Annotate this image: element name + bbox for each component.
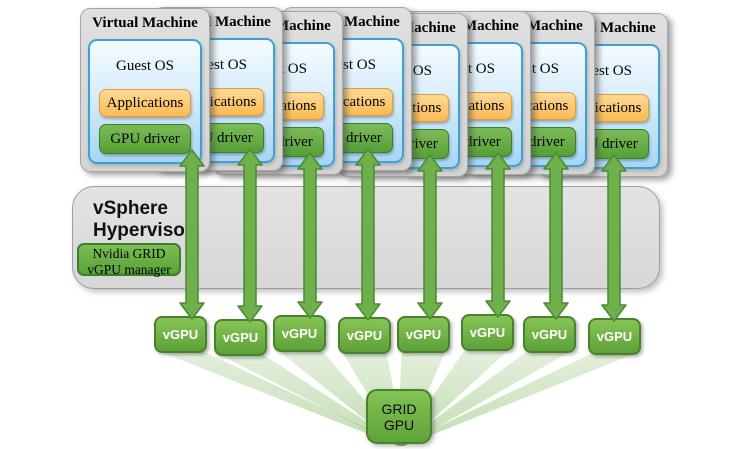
grid-gpu-box: GRID GPU	[366, 389, 432, 444]
grid-gpu-line1: GRID	[381, 400, 417, 417]
vgpu-box: vGPU	[397, 316, 450, 353]
hypervisor-title: vSphere Hypervisor	[93, 198, 192, 242]
vgpu-manager-line1: Nvidia GRID	[92, 246, 166, 261]
hypervisor-title-line2: Hypervisor	[93, 220, 193, 241]
vgpu-box: vGPU	[338, 317, 391, 354]
vgpu-box: vGPU	[214, 319, 267, 356]
vgpu-box: vGPU	[523, 316, 576, 353]
vgpu-box: vGPU	[154, 316, 207, 353]
grid-gpu-line2: GPU	[383, 416, 415, 433]
vm-title: Virtual Machine	[92, 15, 198, 31]
vgpu-manager-box: Nvidia GRID vGPU manager	[77, 243, 181, 277]
hypervisor-box: vSphere Hypervisor Nvidia GRID vGPU mana…	[72, 186, 660, 289]
hypervisor-title-line1: vSphere	[93, 198, 168, 219]
guest-os-label: Guest OS	[116, 58, 174, 74]
vgpu-box: vGPU	[461, 314, 514, 351]
guest-os-box: Guest OS Applications GPU driver	[88, 39, 202, 164]
vm-box: Virtual Machine Guest OS Applications GP…	[80, 8, 210, 172]
vgpu-box: vGPU	[588, 318, 641, 355]
vgpu-beam	[398, 353, 637, 446]
vgpu-manager-line2: vGPU manager	[87, 261, 171, 277]
gpu-driver-box: GPU driver	[99, 124, 191, 154]
applications-box: Applications	[99, 89, 191, 117]
vgpu-box: vGPU	[273, 315, 326, 352]
